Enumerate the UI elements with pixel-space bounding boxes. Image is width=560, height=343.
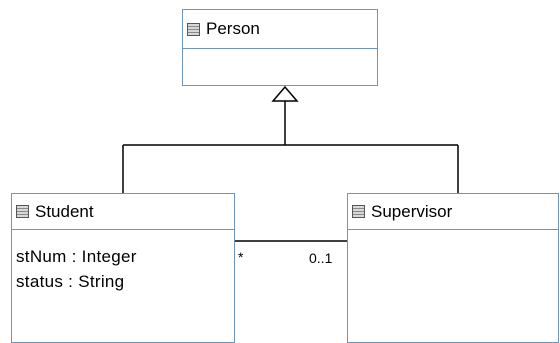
- person-header: Person: [183, 10, 377, 49]
- student-attributes: stNum : Integer status : String: [16, 244, 137, 294]
- student-attribute: status : String: [16, 272, 125, 291]
- class-icon: [352, 205, 365, 218]
- connectors: [122, 85, 459, 242]
- generalization-connector[interactable]: [122, 85, 459, 193]
- supervisor-multiplicity: 0..1: [309, 250, 333, 266]
- class-icon: [187, 22, 200, 36]
- person-class-name: Person: [206, 19, 260, 38]
- student-attribute: stNum : Integer: [16, 247, 137, 266]
- supervisor-header: Supervisor: [348, 194, 558, 230]
- class-icon: [16, 205, 29, 218]
- student-class-name: Student: [35, 201, 94, 221]
- student-multiplicity: *: [238, 249, 244, 265]
- supervisor-class[interactable]: Supervisor: [347, 193, 559, 343]
- supervisor-class-name: Supervisor: [371, 201, 453, 221]
- student-header: Student: [12, 194, 234, 230]
- student-class[interactable]: Student stNum : Integer status : String: [11, 193, 235, 343]
- person-class[interactable]: Person: [182, 9, 378, 86]
- generalization-arrowhead: [271, 85, 299, 102]
